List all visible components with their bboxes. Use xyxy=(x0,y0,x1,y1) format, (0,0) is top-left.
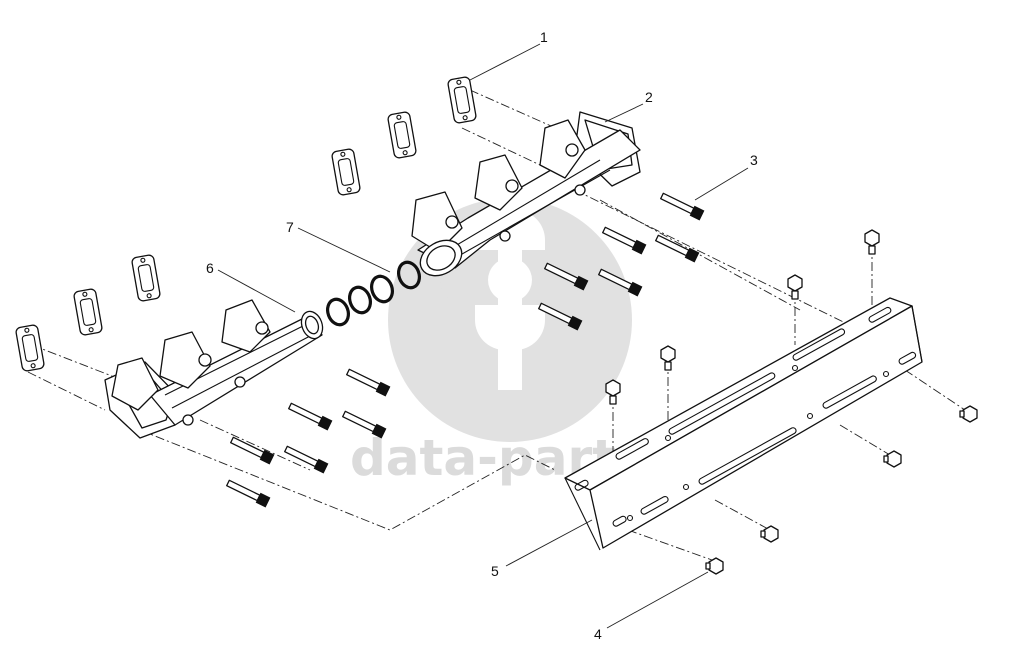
bolt xyxy=(598,268,643,297)
callout-labels: 1 2 3 4 5 6 7 xyxy=(206,29,758,642)
bolt xyxy=(284,445,329,474)
gasket xyxy=(73,288,103,336)
leader-line-6 xyxy=(217,269,296,313)
bolt xyxy=(342,410,387,439)
front-bolt-set xyxy=(226,368,391,508)
leader-line-7 xyxy=(297,227,391,273)
bolt xyxy=(655,234,700,263)
leader-line-3 xyxy=(694,167,749,201)
flange-nut xyxy=(883,450,902,468)
gasket xyxy=(387,111,417,159)
leader-line-4 xyxy=(606,571,709,629)
callout-2: 2 xyxy=(645,89,653,105)
alignment-lines xyxy=(27,89,966,561)
leader-lines xyxy=(217,43,749,629)
bolt xyxy=(544,262,589,291)
callout-7: 7 xyxy=(286,219,294,235)
leader-line-1 xyxy=(469,43,541,81)
flange-nut xyxy=(959,405,978,423)
leader-line-5 xyxy=(505,519,593,567)
rear-bolt-set xyxy=(538,192,705,331)
callout-5: 5 xyxy=(491,563,499,579)
gasket xyxy=(331,148,361,196)
bolt xyxy=(226,479,271,508)
gasket-group-front xyxy=(15,254,161,372)
o-ring xyxy=(348,285,372,315)
callout-4: 4 xyxy=(594,626,602,642)
bolt xyxy=(538,302,583,331)
leader-line-2 xyxy=(604,103,644,123)
heat-shield-bracket xyxy=(564,297,923,551)
bolt xyxy=(346,368,391,397)
rear-exhaust-manifold xyxy=(411,111,641,277)
flange-nut-set xyxy=(605,229,978,575)
flange-nut xyxy=(705,557,724,575)
gasket xyxy=(447,76,477,124)
bolt xyxy=(288,402,333,431)
flange-nut xyxy=(787,274,803,300)
flange-nut xyxy=(760,525,779,543)
flange-nut xyxy=(660,345,676,371)
bracket-slots xyxy=(574,306,917,527)
callout-1: 1 xyxy=(540,29,548,45)
gasket-group-rear xyxy=(331,76,477,196)
o-ring xyxy=(326,297,350,327)
bolt xyxy=(602,226,647,255)
flange-nut xyxy=(605,379,621,405)
callout-3: 3 xyxy=(750,152,758,168)
front-exhaust-manifold xyxy=(104,299,324,439)
o-ring xyxy=(370,274,394,304)
o-ring xyxy=(397,260,421,290)
gasket xyxy=(131,254,161,302)
o-ring-set xyxy=(326,260,421,327)
flange-nut xyxy=(864,229,880,255)
gasket xyxy=(15,324,45,372)
bolt xyxy=(660,192,705,221)
callout-6: 6 xyxy=(206,260,214,276)
bolt xyxy=(230,436,275,465)
